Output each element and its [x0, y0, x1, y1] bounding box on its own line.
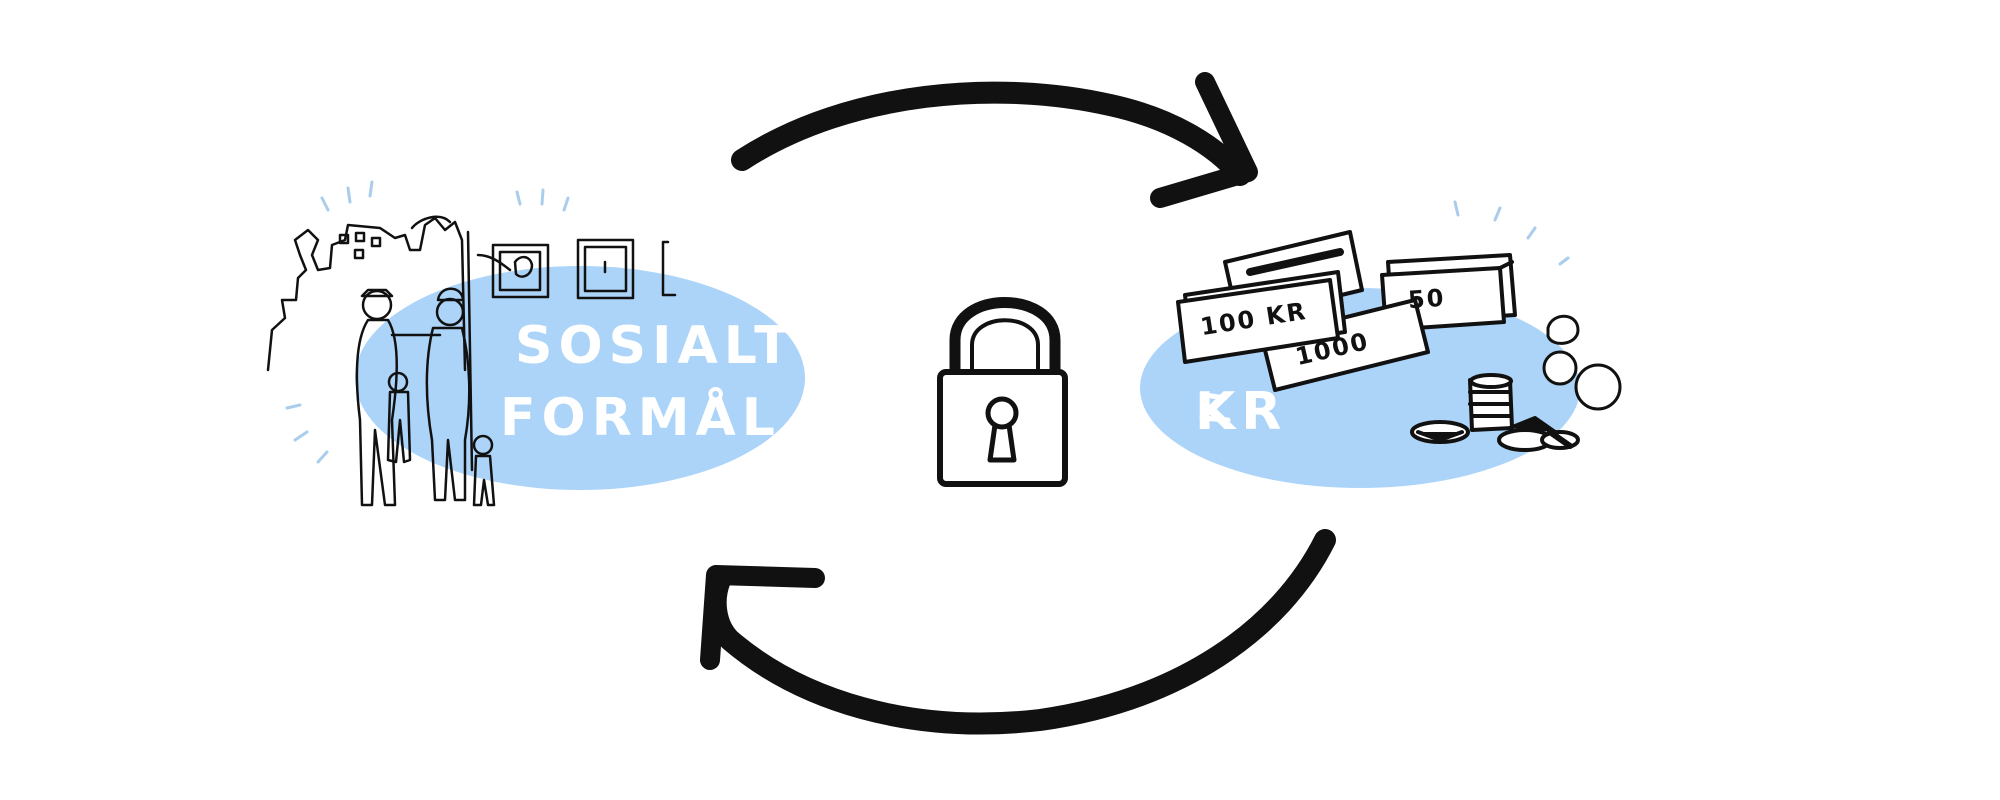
- accent-ticks-left: [285, 180, 570, 464]
- bill-50-text: 50: [1407, 283, 1447, 315]
- label-kr: KR: [1195, 382, 1288, 442]
- padlock-icon: [937, 297, 1068, 487]
- kr-prefix-marks: [1199, 392, 1231, 423]
- people-illustration: [266, 215, 677, 507]
- money-illustration: [1176, 230, 1622, 452]
- cycle-arrow-bottom: [700, 529, 1336, 735]
- label-formal: FORMÅL: [500, 388, 781, 448]
- accent-ticks-right: [1453, 200, 1570, 266]
- cycle-arrow-top: [731, 72, 1258, 208]
- left-ellipse: [355, 266, 805, 490]
- label-sosialt: SOSIALT: [515, 316, 796, 376]
